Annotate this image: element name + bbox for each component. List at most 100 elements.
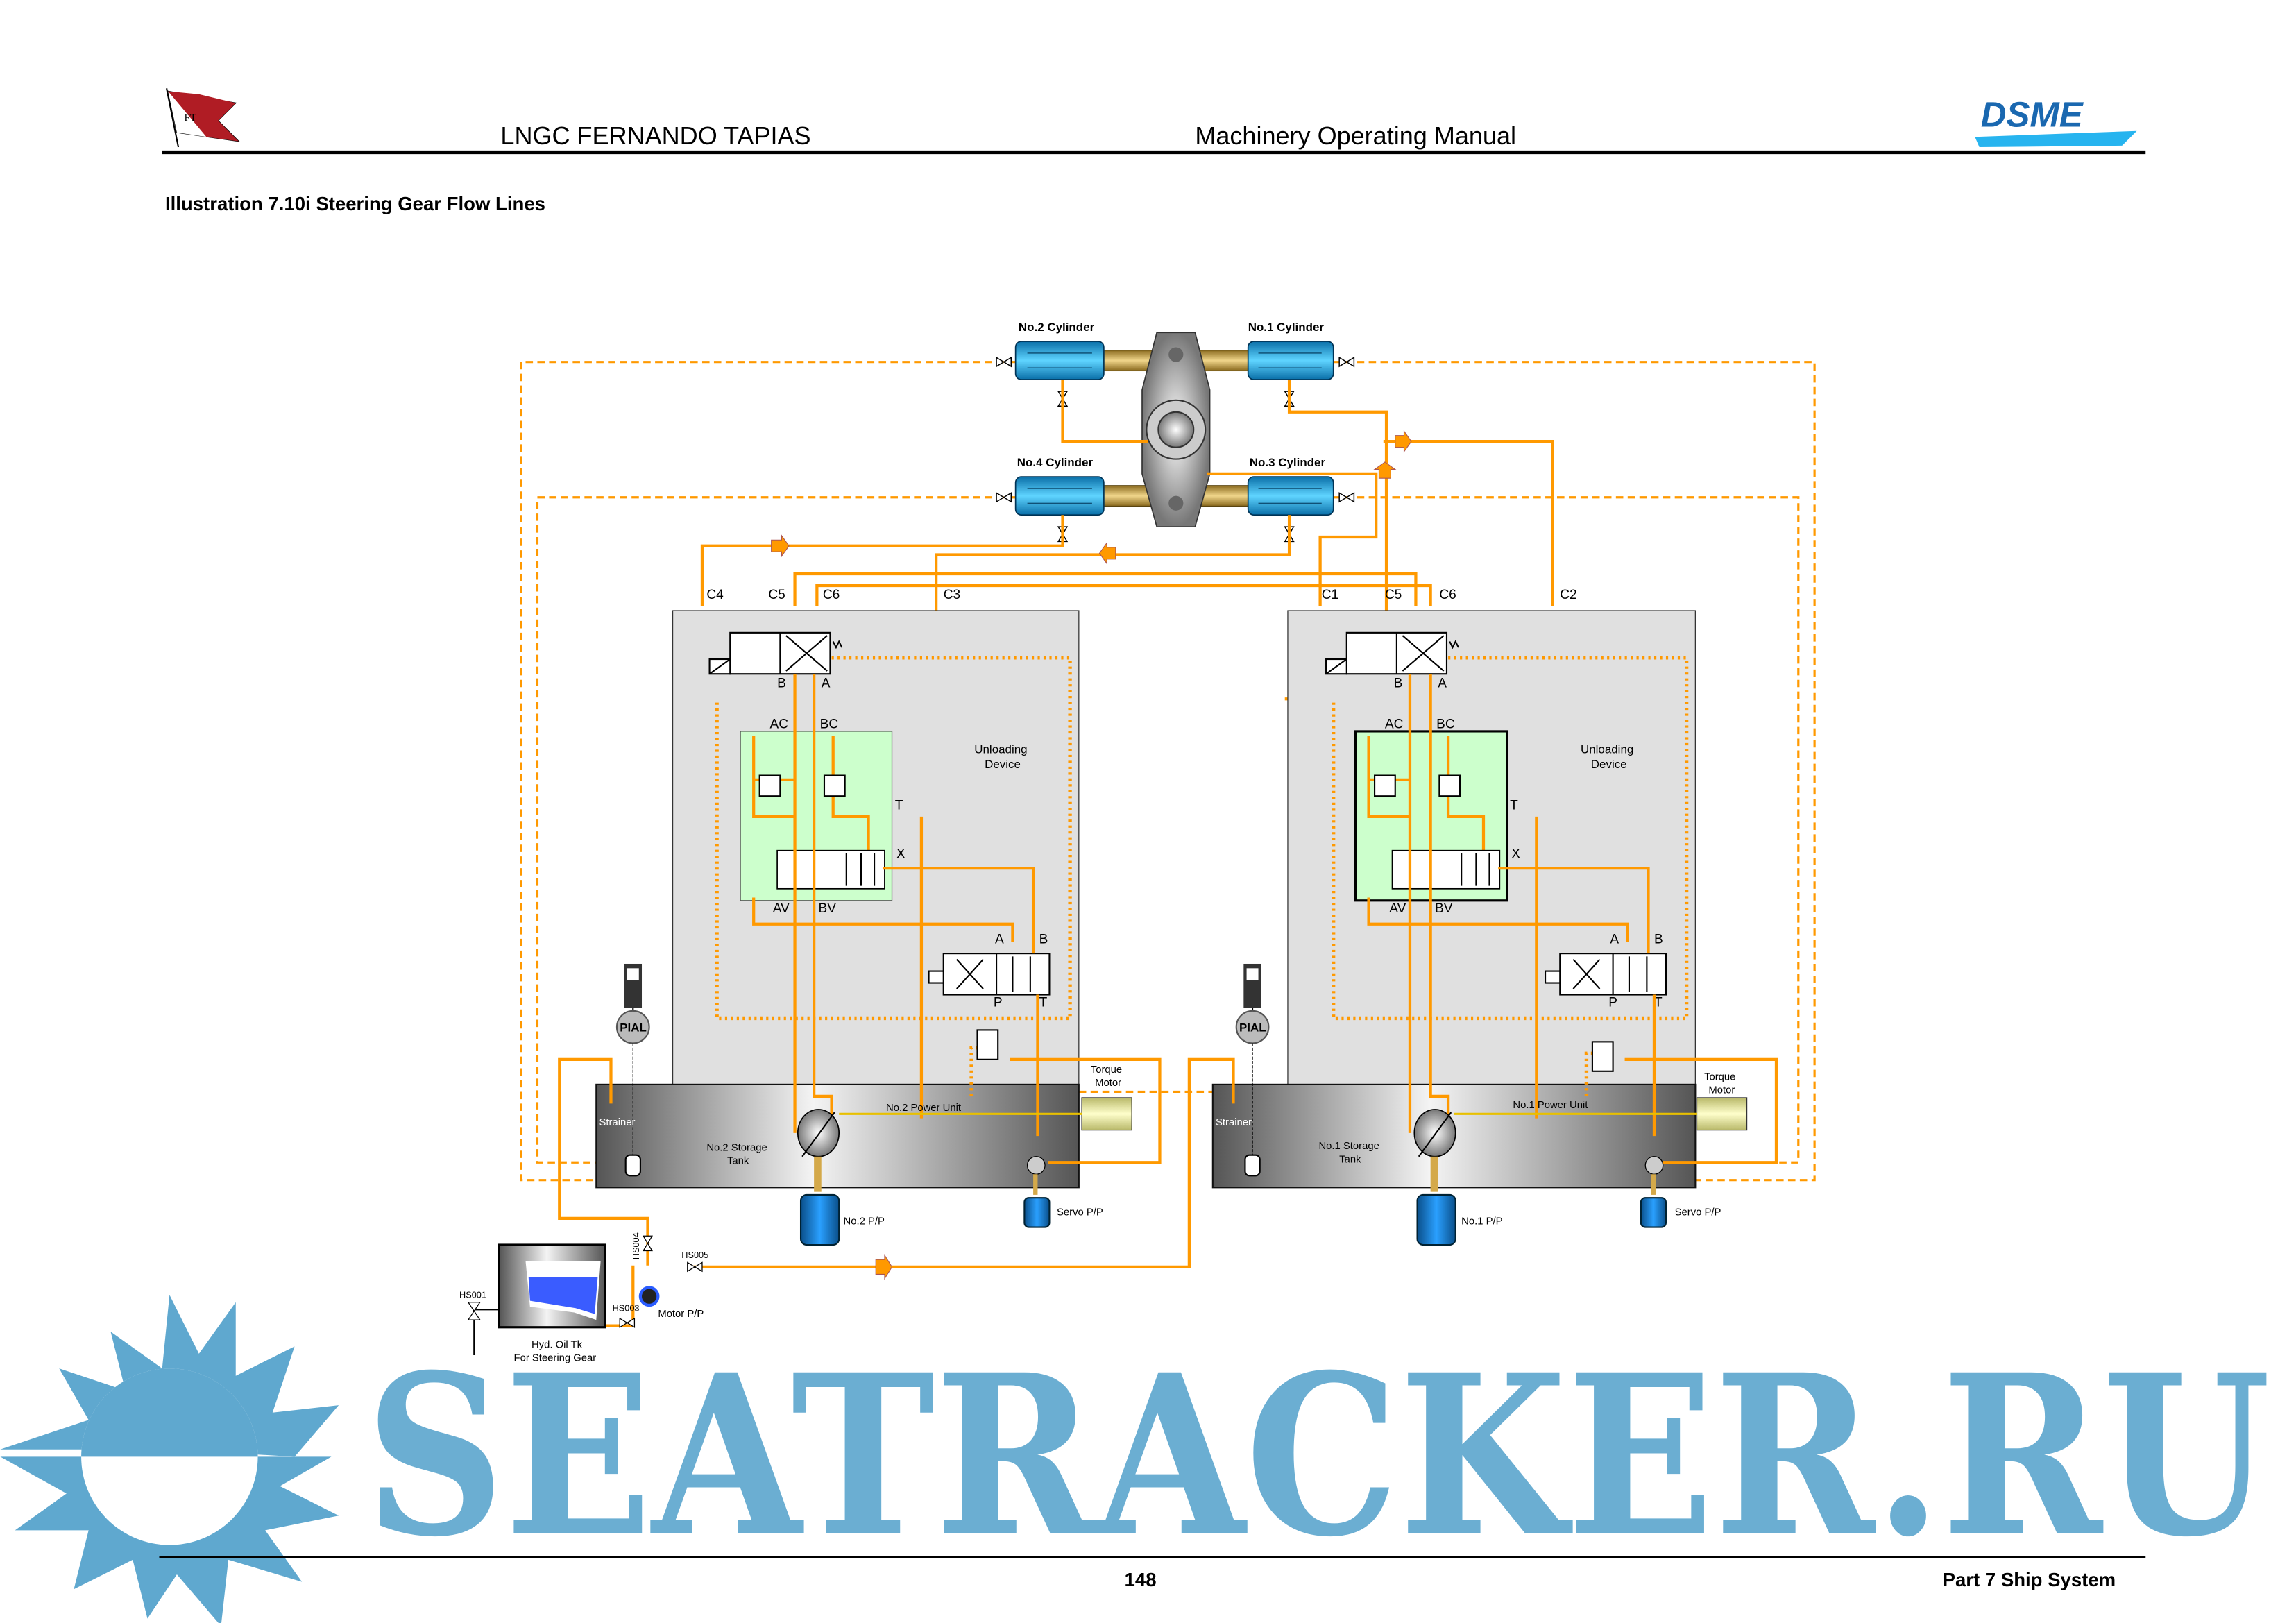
port-t: T: [895, 798, 903, 813]
port-c6: C6: [1439, 588, 1456, 602]
sol-port-b: B: [1039, 932, 1048, 946]
unloading-line2: Device: [1591, 758, 1627, 771]
valve-hs005[interactable]: HS005: [681, 1250, 708, 1273]
port-ac: AC: [770, 717, 789, 732]
port-bc: BC: [1436, 717, 1455, 732]
ship-name: LNGC FERNANDO TAPIAS: [500, 121, 810, 150]
hs001-label: HS001: [459, 1289, 486, 1300]
header: FT LNGC FERNANDO TAPIAS Machinery Operat…: [162, 88, 2146, 155]
unloading-line1: Unloading: [974, 743, 1027, 756]
pial-gauge: PIAL: [615, 963, 650, 1177]
flow-arrow-icon: [875, 1254, 893, 1280]
pump-label: No.1 P/P: [1461, 1216, 1502, 1227]
cylinder-no4-label: No.4 Cylinder: [1017, 456, 1094, 469]
port-c5: C5: [768, 588, 785, 602]
section-label: Part 7 Ship System: [1943, 1569, 2116, 1590]
unloading-line1: Unloading: [1581, 743, 1633, 756]
solenoid-valve: A B P T: [928, 932, 1051, 1010]
seatracker-watermark: SEATRACKER.RU: [0, 1295, 2271, 1623]
pial-label: PIAL: [620, 1021, 647, 1035]
tank-label-1: No.2 Storage: [706, 1142, 767, 1153]
sol-port-b: B: [1654, 932, 1663, 946]
sol-port-p: P: [994, 995, 1003, 1010]
main-pump: No.2 P/P: [797, 1109, 885, 1246]
dsme-logo: DSME: [1975, 94, 2137, 148]
logo-letters: FT: [185, 112, 196, 124]
sol-port-t: T: [1654, 995, 1663, 1010]
hs005-label: HS005: [681, 1250, 708, 1260]
hyd-oil-tank: Hyd. Oil Tk For Steering Gear HS001 HS00…: [459, 1232, 893, 1364]
valve-hs004[interactable]: HS004: [631, 1232, 653, 1259]
directional-valve: B A: [1325, 631, 1459, 690]
cylinder-no3: No.3 Cylinder: [1247, 456, 1334, 516]
cylinder-no4: No.4 Cylinder: [1014, 456, 1105, 516]
page-number: 148: [1125, 1569, 1157, 1590]
strainer-label: Strainer: [599, 1117, 636, 1128]
sol-port-p: P: [1608, 995, 1617, 1010]
servo-pump: Servo P/P: [1023, 1156, 1103, 1228]
torque-motor: [839, 1097, 1132, 1131]
pial-label: PIAL: [1239, 1021, 1266, 1035]
strainer-label: Strainer: [1216, 1117, 1252, 1128]
torque-motor-label-2: Motor: [1708, 1085, 1735, 1096]
torque-motor: [1454, 1097, 1748, 1131]
valve-hs003[interactable]: HS003: [613, 1302, 640, 1328]
illustration-title: Illustration 7.10i Steering Gear Flow Li…: [165, 193, 545, 214]
torque-motor-label-1: Torque: [1091, 1064, 1122, 1076]
main-pump: No.1 P/P: [1413, 1109, 1503, 1246]
hs003-label: HS003: [613, 1302, 640, 1313]
port-av: AV: [773, 901, 790, 916]
port-x: X: [896, 847, 905, 861]
valve-port-a: A: [822, 676, 831, 690]
power-unit-label: No.2 Power Unit: [886, 1103, 962, 1114]
torque-motor-label-2: Motor: [1095, 1078, 1121, 1089]
cylinder-valves: [996, 356, 1355, 543]
tank-label-2: Tank: [1339, 1154, 1361, 1165]
cylinder-no2: No.2 Cylinder: [1014, 321, 1105, 380]
port-bc: BC: [820, 717, 839, 732]
servo-pump-label: Servo P/P: [1675, 1207, 1721, 1218]
servo-pump-label: Servo P/P: [1057, 1207, 1103, 1218]
motor-pump-label: Motor P/P: [658, 1309, 704, 1320]
valve-port-b: B: [777, 676, 786, 690]
cylinder-no1-label: No.1 Cylinder: [1248, 321, 1325, 334]
pial-gauge: PIAL: [1235, 963, 1270, 1177]
oil-tank-label-1: Hyd. Oil Tk: [532, 1339, 583, 1350]
company-flag-logo: FT: [166, 88, 241, 148]
port-c4: C4: [706, 588, 724, 602]
solenoid-valve: A B P T: [1544, 932, 1667, 1010]
cylinder-no1: No.1 Cylinder: [1247, 321, 1334, 380]
motor-pump: Motor P/P: [638, 1286, 704, 1320]
pressure-relief-valve: [976, 1029, 999, 1060]
power-unit-no2: C4 C5 C6 C3 B A AC BC AV BV T X Unloadin…: [558, 588, 1162, 1266]
hs004-label: HS004: [631, 1232, 641, 1259]
port-t: T: [1510, 798, 1518, 813]
pump-label: No.2 P/P: [844, 1216, 885, 1227]
port-c2: C2: [1560, 588, 1576, 602]
port-bv: BV: [1435, 901, 1453, 916]
cylinder-no3-label: No.3 Cylinder: [1250, 456, 1326, 469]
torque-motor-label-1: Torque: [1704, 1072, 1735, 1083]
servo-pump: Servo P/P: [1640, 1156, 1721, 1228]
cylinder-no2-label: No.2 Cylinder: [1019, 321, 1095, 334]
unloading-line2: Device: [985, 758, 1021, 771]
manual-title: Machinery Operating Manual: [1195, 121, 1516, 150]
rudder-actuator: No.2 Cylinder No.1 Cylinder No.4 Cylinde…: [996, 321, 1355, 543]
flow-arrow-icon: [1373, 461, 1397, 479]
port-c5: C5: [1385, 588, 1402, 602]
port-av: AV: [1389, 901, 1406, 916]
dsme-logo-text: DSME: [1981, 94, 2084, 134]
port-c1: C1: [1322, 588, 1338, 602]
unloading-label: Unloading Device: [974, 743, 1027, 771]
port-c6: C6: [823, 588, 840, 602]
cylinder-flow-lines: [700, 380, 1554, 701]
valve-hs001[interactable]: HS001: [459, 1289, 500, 1356]
port-c3: C3: [944, 588, 960, 602]
unloading-label: Unloading Device: [1581, 743, 1633, 771]
power-unit-no1: C1 C5 C6 C2 B A AC BC AV BV T X Unloadin…: [692, 588, 1778, 1268]
tank-label-2: Tank: [727, 1155, 749, 1166]
oil-tank-label-2: For Steering Gear: [514, 1353, 597, 1364]
directional-valve: B A: [708, 631, 843, 690]
sunburst-icon: [0, 1295, 339, 1623]
